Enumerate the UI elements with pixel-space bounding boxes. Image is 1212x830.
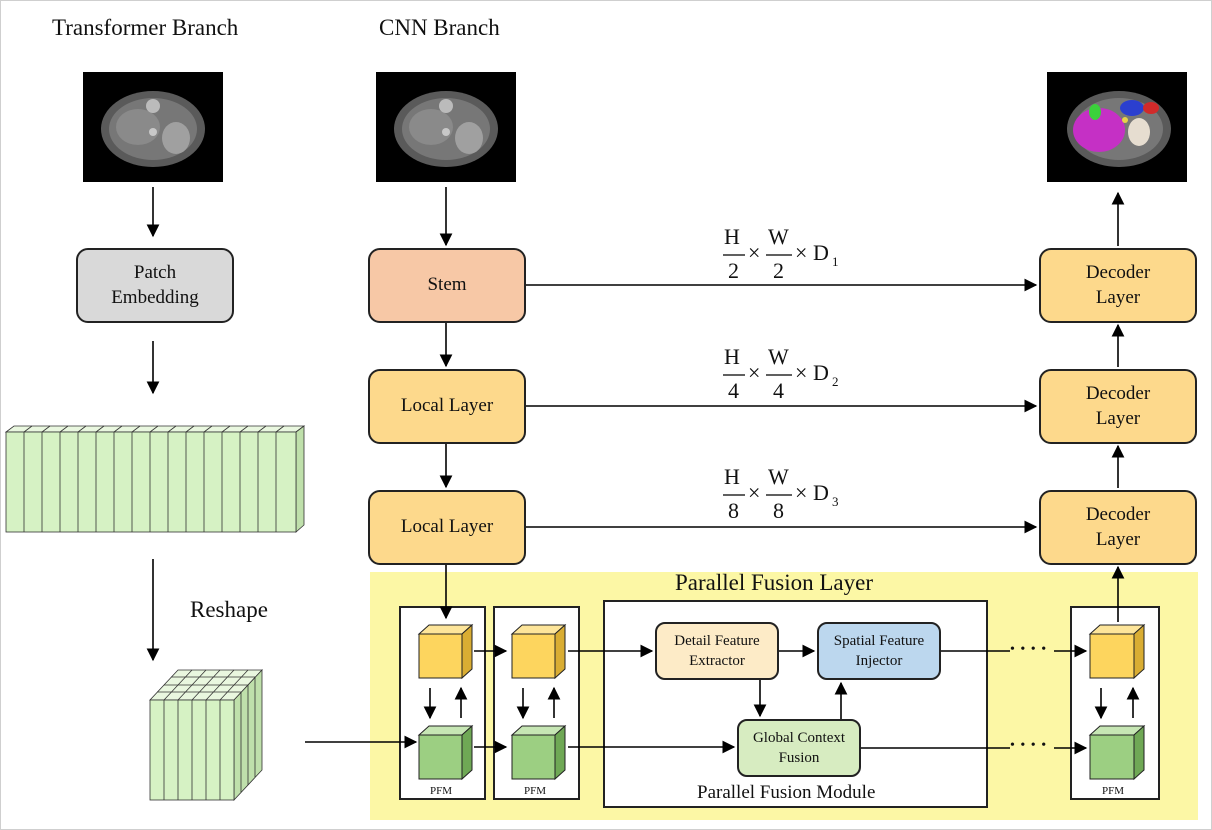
decoder-layer-1-line2: Layer — [1095, 286, 1141, 308]
dim3-wd: 8 — [773, 498, 784, 523]
dim2-times1: × — [748, 360, 761, 385]
pfm-label-1: PFM — [430, 785, 453, 797]
dim3-sub: 3 — [832, 494, 839, 509]
cnn-cube-3 — [1088, 623, 1146, 680]
reshaped-token-block — [149, 668, 263, 802]
input-ct-scan-transformer — [83, 72, 223, 182]
decoder-layer-1-line1: Decoder — [1085, 261, 1151, 283]
transformer-cube-3 — [1088, 724, 1146, 781]
fraction-bars — [723, 254, 792, 496]
detail-feature-extractor-line2: Extractor — [689, 653, 745, 669]
cnn-branch-title: CNN Branch — [379, 15, 500, 40]
dim2-hd: 4 — [728, 378, 739, 403]
detail-feature-extractor-line1: Detail Feature — [674, 632, 760, 649]
dim1-sub: 1 — [832, 254, 839, 269]
dim1-w: W — [768, 224, 789, 249]
dim1-h: H — [724, 224, 740, 249]
global-context-fusion-line1: Global Context — [752, 729, 846, 746]
global-context-fusion-line2: Fusion — [778, 750, 820, 766]
spatial-feature-injector-line2: Injector — [855, 653, 903, 669]
output-segmentation-scan — [1047, 72, 1187, 182]
dim3-h: H — [724, 464, 740, 489]
cnn-cube-1 — [417, 623, 474, 680]
ellipsis-top: • • • • — [1010, 642, 1048, 657]
cnn-cube-2 — [510, 623, 567, 680]
dim3-w: W — [768, 464, 789, 489]
dim2-times2: × — [795, 360, 808, 385]
patch-embedding-block: Patch Embedding — [76, 248, 234, 323]
dim1-wd: 2 — [773, 258, 784, 283]
dim3-d: D — [813, 480, 829, 505]
reshape-label: Reshape — [190, 597, 268, 622]
parallel-fusion-module-title: Parallel Fusion Module — [697, 782, 876, 803]
dim2-h: H — [724, 344, 740, 369]
transformer-cube-2 — [510, 724, 567, 781]
dim1-d: D — [813, 240, 829, 265]
dim2-d: D — [813, 360, 829, 385]
parallel-fusion-layer-title: Parallel Fusion Layer — [675, 570, 874, 595]
decoder-layer-3-line1: Decoder — [1085, 503, 1151, 525]
patch-embedding-line2: Embedding — [111, 286, 199, 308]
transformer-cube-1 — [417, 724, 474, 781]
dim1-hd: 2 — [728, 258, 739, 283]
transformer-branch-title: Transformer Branch — [52, 15, 239, 40]
dim3-hd: 8 — [728, 498, 739, 523]
arrows — [146, 187, 1140, 755]
pfm-label-3: PFM — [1102, 785, 1125, 797]
local-layer-1: Local Layer — [368, 369, 526, 444]
spatial-feature-injector-line1: Spatial Feature — [833, 632, 925, 649]
dim1-times2: × — [795, 240, 808, 265]
patch-embedding-line1: Patch — [133, 261, 177, 283]
ellipsis-bottom: • • • • — [1010, 738, 1048, 753]
dim2-wd: 4 — [773, 378, 784, 403]
dim2-w: W — [768, 344, 789, 369]
input-ct-scan-cnn — [376, 72, 516, 182]
decoder-layer-2-line2: Layer — [1095, 407, 1141, 429]
decoder-layer-3-line2: Layer — [1095, 528, 1141, 550]
dim2-sub: 2 — [832, 374, 839, 389]
decoder-layer-2-line1: Decoder — [1085, 382, 1151, 404]
stem-block: Stem — [368, 248, 526, 323]
dim1-times1: × — [748, 240, 761, 265]
dim3-times1: × — [748, 480, 761, 505]
local-layer-2: Local Layer — [368, 490, 526, 565]
pfm-label-2: PFM — [524, 785, 547, 797]
dim3-times2: × — [795, 480, 808, 505]
token-sequence — [4, 425, 306, 533]
